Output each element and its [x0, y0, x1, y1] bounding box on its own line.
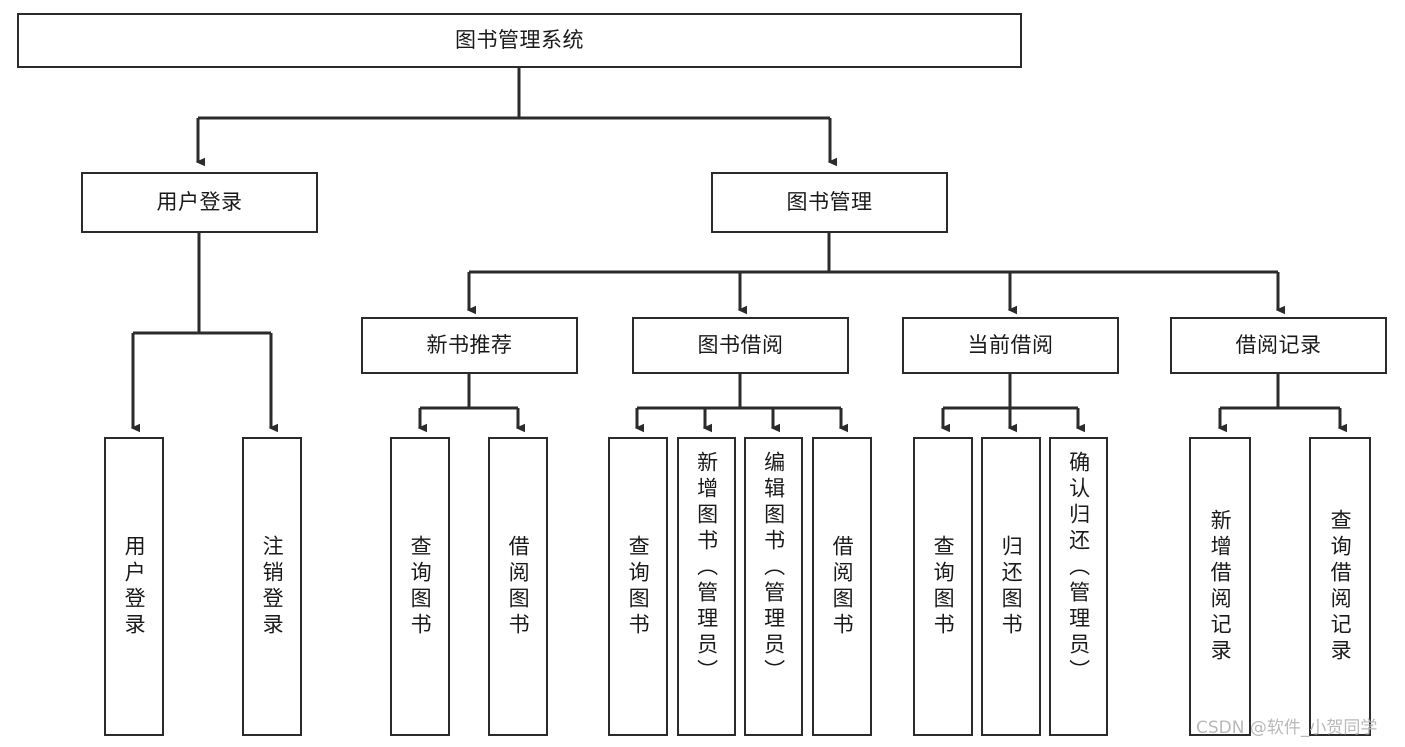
- node-user-login[interactable]: 用户登录: [81, 172, 318, 233]
- node-leaf-add-book-label: 新增图书（管理员）: [694, 451, 719, 685]
- node-leaf-add-book[interactable]: 新增图书（管理员）: [677, 437, 736, 736]
- node-leaf-borrow-book-1-label: 借阅图书: [506, 534, 531, 639]
- node-leaf-borrow-book-2-label: 借阅图书: [830, 534, 855, 639]
- node-root[interactable]: 图书管理系统: [17, 13, 1022, 68]
- node-leaf-borrow-book-2[interactable]: 借阅图书: [812, 437, 872, 736]
- csdn-watermark: CSDN @软件_小贺同学: [1196, 718, 1378, 738]
- node-leaf-user-logout[interactable]: 注销登录: [242, 437, 302, 736]
- node-leaf-query-record-label: 查询借阅记录: [1328, 508, 1353, 665]
- node-book-borrow[interactable]: 图书借阅: [632, 317, 849, 374]
- node-user-login-label: 用户登录: [156, 190, 243, 215]
- node-book-borrow-label: 图书借阅: [697, 333, 784, 358]
- node-leaf-add-record-label: 新增借阅记录: [1208, 508, 1233, 665]
- node-book-management-label: 图书管理: [786, 190, 873, 215]
- node-leaf-query-book-1-label: 查询图书: [408, 534, 433, 639]
- node-leaf-user-login-label: 用户登录: [122, 534, 147, 639]
- node-current-borrow[interactable]: 当前借阅: [902, 317, 1119, 374]
- node-borrow-record-label: 借阅记录: [1235, 333, 1322, 358]
- node-leaf-confirm-return-label: 确认归还（管理员）: [1066, 451, 1091, 685]
- node-leaf-user-logout-label: 注销登录: [260, 534, 285, 639]
- node-leaf-query-book-2-label: 查询图书: [626, 534, 651, 639]
- node-leaf-query-record[interactable]: 查询借阅记录: [1309, 437, 1371, 736]
- node-new-book-recommend[interactable]: 新书推荐: [361, 317, 578, 374]
- node-root-label: 图书管理系统: [455, 28, 584, 53]
- node-leaf-borrow-book-1[interactable]: 借阅图书: [488, 437, 548, 736]
- node-leaf-query-book-3[interactable]: 查询图书: [913, 437, 973, 736]
- node-leaf-return-book[interactable]: 归还图书: [981, 437, 1041, 736]
- node-leaf-edit-book-label: 编辑图书（管理员）: [761, 451, 786, 685]
- node-leaf-return-book-label: 归还图书: [999, 534, 1024, 639]
- node-leaf-query-book-3-label: 查询图书: [931, 534, 956, 639]
- node-leaf-user-login[interactable]: 用户登录: [104, 437, 164, 736]
- node-borrow-record[interactable]: 借阅记录: [1170, 317, 1387, 374]
- node-book-management[interactable]: 图书管理: [711, 172, 948, 233]
- node-leaf-query-book-2[interactable]: 查询图书: [608, 437, 668, 736]
- node-leaf-confirm-return[interactable]: 确认归还（管理员）: [1049, 437, 1108, 736]
- node-current-borrow-label: 当前借阅: [967, 333, 1054, 358]
- node-leaf-add-record[interactable]: 新增借阅记录: [1189, 437, 1251, 736]
- node-leaf-query-book-1[interactable]: 查询图书: [390, 437, 450, 736]
- node-leaf-edit-book[interactable]: 编辑图书（管理员）: [744, 437, 803, 736]
- node-new-book-recommend-label: 新书推荐: [426, 333, 513, 358]
